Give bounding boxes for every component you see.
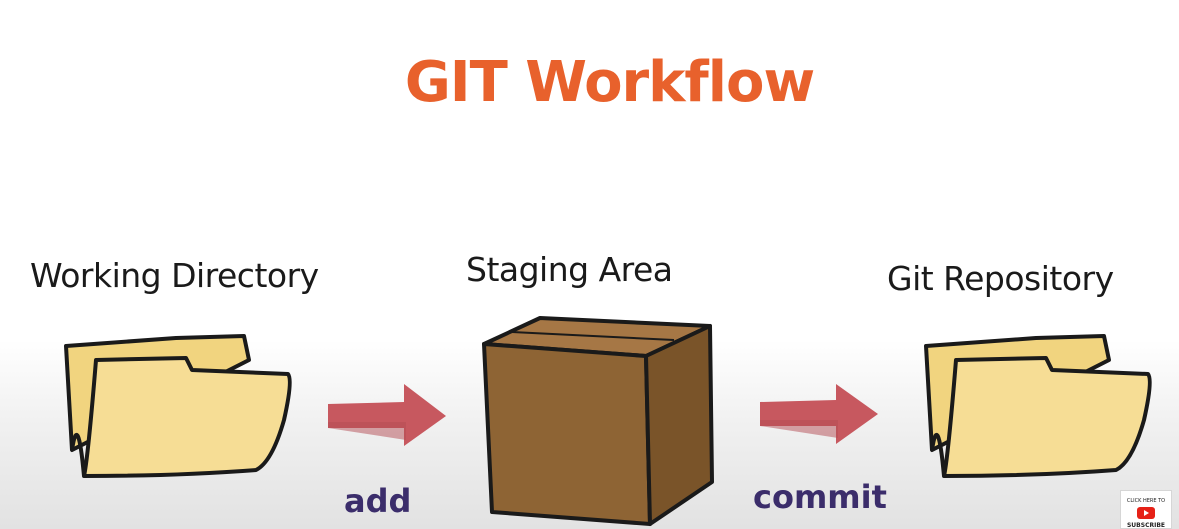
folder-icon <box>924 334 1152 478</box>
add-action-label: add <box>344 482 412 520</box>
subscribe-top-text: CLICK HERE TO <box>1126 498 1166 504</box>
folder-icon <box>64 334 292 478</box>
subscribe-bottom-text: SUBSCRIBE <box>1126 522 1165 529</box>
staging-area-label: Staging Area <box>466 250 673 289</box>
diagram-title: GIT Workflow <box>404 50 815 115</box>
arrow-right-icon <box>760 384 878 444</box>
subscribe-button[interactable]: CLICK HERE TO SUBSCRIBE <box>1120 490 1172 529</box>
git-repository-label: Git Repository <box>887 259 1114 298</box>
commit-action-label: commit <box>753 478 887 516</box>
working-directory-label: Working Directory <box>30 256 319 295</box>
arrow-right-icon <box>328 384 446 446</box>
play-icon <box>1137 507 1155 519</box>
box-icon <box>482 316 714 526</box>
